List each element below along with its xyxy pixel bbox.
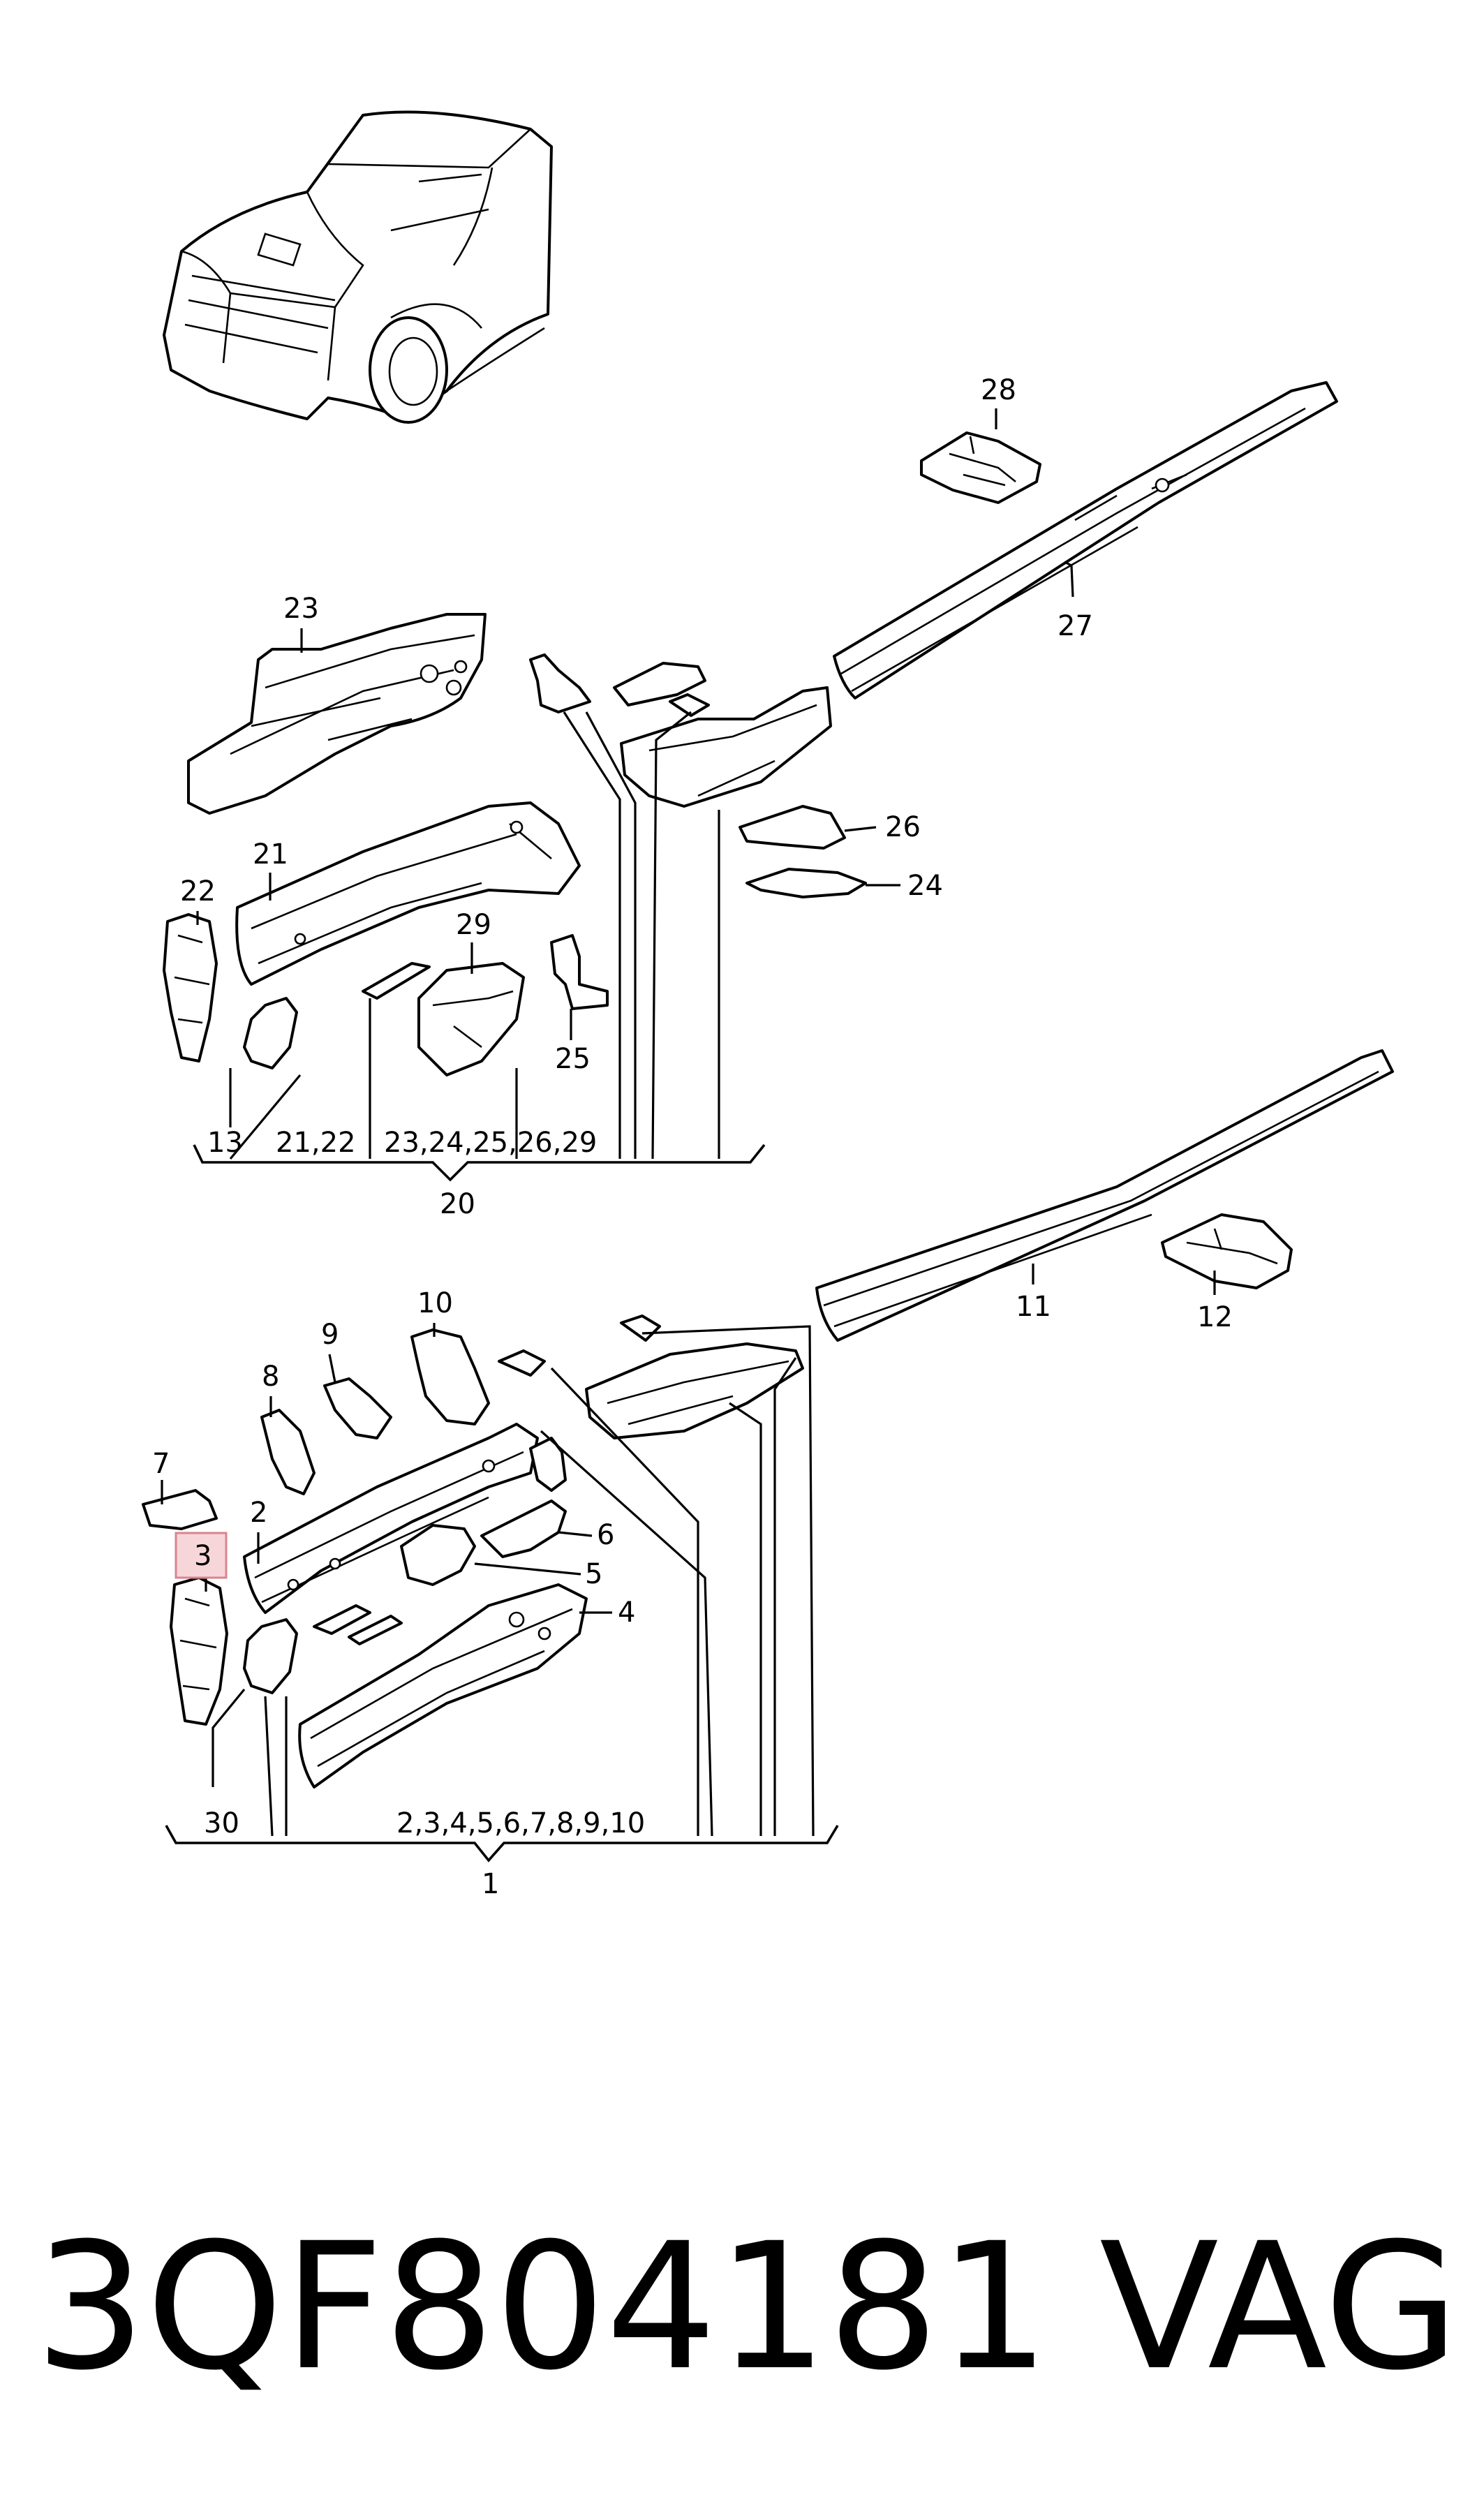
part-2-shape — [243, 1423, 539, 1614]
callout-3-highlight — [175, 1532, 228, 1579]
callout-26: 26 — [885, 811, 921, 843]
callout-25: 25 — [555, 1043, 591, 1075]
vehicle-thumbnail — [163, 110, 553, 424]
part-27-shape — [833, 381, 1338, 699]
callout-11: 11 — [1016, 1291, 1051, 1323]
callout-2: 2 — [250, 1497, 267, 1529]
lower-leaders — [161, 1264, 1216, 1614]
lower-assembly — [142, 1049, 1394, 1862]
group-lower-total: 1 — [482, 1868, 499, 1900]
part-22-shape — [163, 913, 218, 1062]
part-9-shape — [323, 1377, 392, 1439]
part-8-shape — [260, 1409, 316, 1495]
group-lower-label-30: 30 — [204, 1807, 239, 1839]
part-28-shape — [920, 431, 1041, 504]
group-upper-label-13: 13 — [207, 1127, 243, 1159]
part-12-shape — [1161, 1213, 1293, 1289]
callout-10: 10 — [417, 1287, 453, 1319]
part-6-shape — [480, 1499, 567, 1558]
part-3-shape — [170, 1576, 228, 1726]
part-5-shape — [400, 1524, 476, 1586]
part-number: 3QF804181 — [35, 2205, 1050, 2408]
callout-28: 28 — [981, 374, 1016, 406]
part-10-shape — [410, 1328, 490, 1425]
group-upper-total: 20 — [440, 1188, 475, 1220]
part-21-shape — [235, 801, 581, 986]
brand-label: VAG — [1099, 2205, 1460, 2408]
callout-7: 7 — [152, 1448, 170, 1480]
part-30-shape — [243, 1618, 298, 1694]
callout-8: 8 — [262, 1361, 279, 1393]
callout-3: 3 — [194, 1540, 212, 1572]
callout-27: 27 — [1058, 610, 1093, 642]
callout-6: 6 — [597, 1519, 614, 1551]
callout-29: 29 — [456, 909, 491, 941]
part-26-shape — [739, 805, 846, 850]
group-lower-label-2-10: 2,3,4,5,6,7,8,9,10 — [396, 1807, 645, 1839]
part-23-shape — [187, 613, 487, 815]
part-29-shape — [417, 962, 525, 1076]
part-11-shape — [815, 1049, 1394, 1342]
callout-21: 21 — [253, 838, 288, 871]
part-7-shape — [142, 1489, 218, 1530]
callout-24: 24 — [907, 870, 943, 902]
callout-22: 22 — [180, 875, 216, 908]
callout-12: 12 — [1197, 1301, 1233, 1333]
callout-5: 5 — [585, 1558, 602, 1590]
group-upper-label-21-22: 21,22 — [276, 1127, 356, 1159]
callout-4: 4 — [618, 1597, 635, 1629]
part-25-shape — [550, 934, 609, 1010]
part-13-shape — [243, 997, 298, 1069]
callout-23: 23 — [283, 593, 319, 625]
part-24-shape — [745, 868, 867, 898]
upper-assembly — [163, 381, 1338, 1182]
upper-leaders — [196, 408, 1074, 1127]
callout-labels: 28 27 23 21 22 26 24 29 25 13 21,22 23,2… — [152, 374, 1233, 1900]
callout-9: 9 — [321, 1319, 339, 1351]
group-upper-label-23-29: 23,24,25,26,29 — [384, 1127, 597, 1159]
